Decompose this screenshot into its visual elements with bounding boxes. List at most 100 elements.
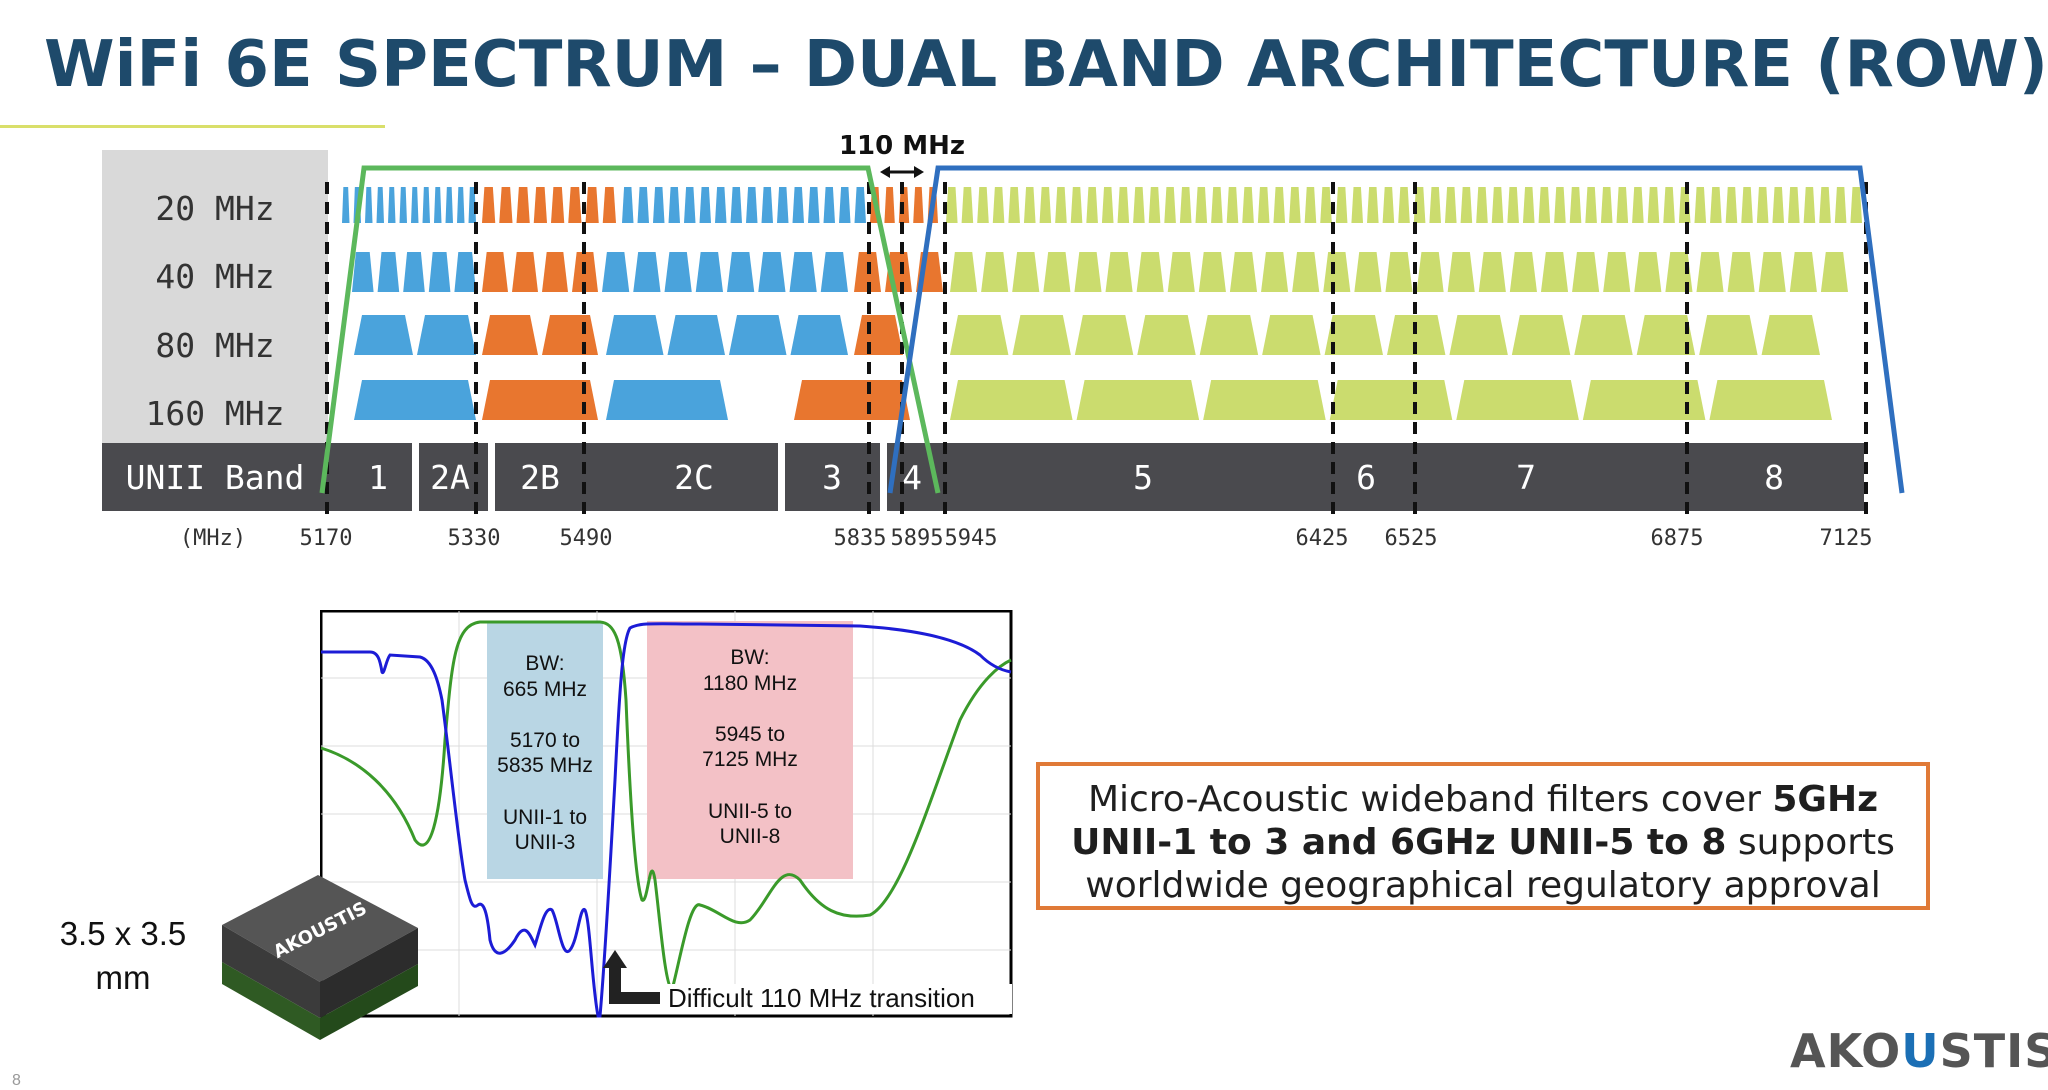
freq-label-6425: 6425: [1296, 526, 1349, 551]
box1-line4: 5835 MHz: [497, 754, 593, 777]
channel-40: [1758, 252, 1786, 292]
channel-160: [606, 380, 728, 420]
channel-160: [1076, 380, 1200, 420]
channel-20: [1367, 187, 1379, 223]
channel-20: [1257, 187, 1270, 223]
chip-top: [222, 875, 418, 982]
channel-80: [606, 315, 664, 355]
channel-20: [637, 187, 649, 223]
chip-size-line2: mm: [95, 959, 151, 996]
band-divider: [880, 443, 887, 511]
channel-20: [1663, 187, 1675, 223]
channel-40: [981, 252, 1009, 292]
chip-left-face: [222, 925, 320, 1018]
channel-80: [667, 315, 725, 355]
channel-40: [1261, 252, 1289, 292]
channel-20: [1850, 187, 1862, 223]
channel-20: [434, 187, 442, 223]
channel-40: [1292, 252, 1320, 292]
channel-20: [422, 187, 430, 223]
channel-40: [758, 252, 786, 292]
channel-20: [854, 187, 866, 223]
band-label-2B: 2B: [520, 458, 560, 497]
freq-label-5945: 5945: [945, 526, 998, 551]
channel-40: [789, 252, 817, 292]
freq-label-5895: 5895: [891, 526, 944, 551]
blue-filter-outline: [887, 165, 1905, 494]
channel-160: [950, 380, 1073, 420]
channel-20: [761, 187, 773, 223]
channel-20: [516, 187, 530, 223]
channel-20: [1756, 187, 1769, 223]
channel-20: [1694, 187, 1707, 223]
band-label-5: 5: [1133, 458, 1153, 497]
channel-80: [1636, 315, 1696, 355]
channel-20: [1803, 187, 1816, 223]
chip-right-base: [320, 964, 418, 1040]
channel-20: [684, 187, 696, 223]
channel-20: [1569, 187, 1582, 223]
row-label-panel: [102, 150, 328, 453]
freq-label-7125: 7125: [1820, 526, 1873, 551]
channel-20: [1788, 187, 1800, 223]
box2-line2: 1180 MHz: [703, 672, 797, 695]
channel-20: [668, 187, 680, 223]
channel-blocks: [342, 187, 1862, 420]
channel-40: [602, 252, 630, 292]
channel-160: [1203, 380, 1326, 420]
channel-40: [1696, 252, 1724, 292]
channel-20: [730, 187, 742, 223]
channel-40: [1416, 252, 1444, 292]
channel-20: [792, 187, 804, 223]
channel-40: [1820, 252, 1848, 292]
chip-illustration: AKOUSTIS: [222, 875, 418, 1040]
channel-20: [1226, 187, 1239, 223]
freq-label-6525: 6525: [1385, 526, 1438, 551]
channel-20: [1335, 187, 1348, 223]
channel-20: [1819, 187, 1831, 223]
chip-left-base: [222, 962, 320, 1040]
channel-40: [482, 252, 508, 292]
channel-20: [913, 187, 924, 223]
channel-80: [1324, 315, 1383, 355]
channel-40: [1572, 252, 1600, 292]
green-filter-outline: [319, 165, 941, 494]
channel-20: [961, 187, 974, 223]
channel-20: [1507, 187, 1519, 223]
channel-160: [794, 380, 910, 420]
channel-20: [1101, 187, 1114, 223]
channel-20: [808, 187, 820, 223]
channel-40: [377, 252, 400, 292]
channel-80: [729, 315, 787, 355]
channel-80: [1199, 315, 1259, 355]
channel-20: [839, 187, 851, 223]
band-divider: [488, 443, 495, 511]
channel-20: [1320, 187, 1332, 223]
channel-20: [1398, 187, 1410, 223]
channel-80: [1699, 315, 1758, 355]
band-label-2C: 2C: [674, 458, 714, 497]
channel-20: [551, 187, 565, 223]
channel-40: [1323, 252, 1351, 292]
channel-40: [1385, 252, 1413, 292]
channel-20: [653, 187, 665, 223]
gap-arrow-left: [880, 166, 890, 178]
channel-40: [1354, 252, 1382, 292]
channel-80: [417, 315, 476, 355]
channel-40: [727, 252, 755, 292]
channel-20: [411, 187, 419, 223]
channel-40: [1074, 252, 1102, 292]
channel-20: [1164, 187, 1176, 223]
channel-20: [1741, 187, 1753, 223]
channel-20: [1585, 187, 1597, 223]
channel-160: [1709, 380, 1832, 420]
channel-80: [1137, 315, 1196, 355]
box2-line1: BW:: [730, 646, 769, 669]
channel-20: [376, 187, 384, 223]
channel-80: [542, 315, 598, 355]
channel-40: [512, 252, 538, 292]
band-dividers: [412, 443, 887, 511]
channel-40: [1603, 252, 1631, 292]
band-divider: [412, 443, 419, 511]
channel-160: [1329, 380, 1453, 420]
